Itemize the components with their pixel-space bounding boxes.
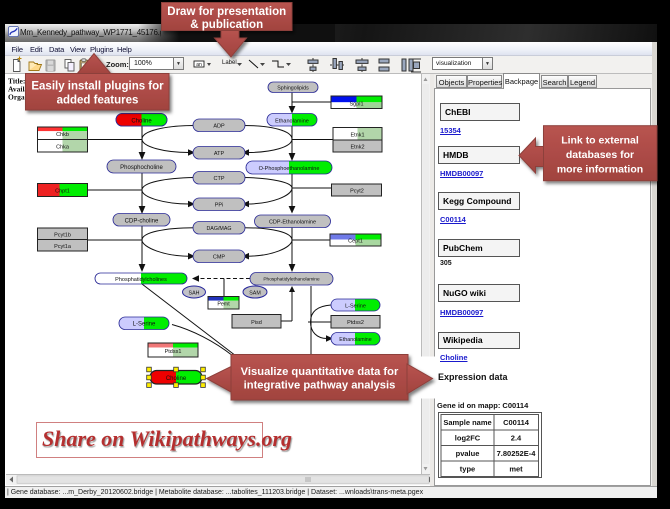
svg-text:Phosphocholine: Phosphocholine <box>120 165 163 171</box>
svg-text:Draw for presentation: Draw for presentation <box>167 6 286 18</box>
svg-text:Ptdss2: Ptdss2 <box>347 320 364 326</box>
svg-text:CDP-Ethanolamine: CDP-Ethanolamine <box>269 220 316 226</box>
svg-text:type: type <box>460 464 475 473</box>
svg-text:integrative pathway analysis: integrative pathway analysis <box>244 380 396 392</box>
svg-text:Ethanolamine: Ethanolamine <box>275 119 309 125</box>
svg-text:Phosphatidylethanolamine: Phosphatidylethanolamine <box>263 277 320 283</box>
svg-text:SAH: SAH <box>189 291 200 297</box>
svg-text:Chpt1: Chpt1 <box>55 189 70 195</box>
svg-text:ADP: ADP <box>213 124 225 130</box>
svg-text:pvalue: pvalue <box>456 449 480 458</box>
svg-text:log2FC: log2FC <box>455 433 481 442</box>
svg-text:PPi: PPi <box>215 203 224 209</box>
svg-text:more information: more information <box>557 164 643 176</box>
svg-text:met: met <box>509 464 523 473</box>
svg-text:Pcyt1b: Pcyt1b <box>54 233 71 239</box>
svg-text:L-Serine: L-Serine <box>345 304 366 310</box>
svg-text:Etnk1: Etnk1 <box>350 133 364 139</box>
svg-text:Ptdss1: Ptdss1 <box>165 349 182 355</box>
svg-text:ATP: ATP <box>214 151 225 157</box>
svg-text:Etnk2: Etnk2 <box>350 145 364 151</box>
svg-text:Chkb: Chkb <box>56 132 69 138</box>
svg-text:Organism: Organism <box>8 93 41 102</box>
svg-text:Cept1: Cept1 <box>348 239 363 245</box>
svg-text:an: an <box>196 62 202 68</box>
svg-text:Choline: Choline <box>166 376 187 382</box>
svg-text:DAG/MAG: DAG/MAG <box>206 226 231 232</box>
svg-text:added features: added features <box>57 95 139 107</box>
svg-text:Sample name: Sample name <box>443 418 491 427</box>
svg-text:Sgpl1: Sgpl1 <box>349 102 363 108</box>
svg-text:Ethanolamine: Ethanolamine <box>339 337 371 343</box>
svg-text:Pisd: Pisd <box>251 320 262 326</box>
svg-text:7.80252E-4: 7.80252E-4 <box>497 449 537 458</box>
svg-text:Chka: Chka <box>56 145 70 151</box>
svg-text:SAM: SAM <box>249 291 260 297</box>
svg-text:& publication: & publication <box>190 19 263 31</box>
svg-text:CTP: CTP <box>214 176 225 182</box>
svg-text:Availabilit: Availabilit <box>8 85 42 94</box>
svg-text:Title:: Title: <box>8 77 25 86</box>
svg-text:Pemt: Pemt <box>217 302 230 308</box>
svg-text:L-Serine: L-Serine <box>133 322 156 328</box>
svg-text:Easily install plugins for: Easily install plugins for <box>31 81 164 93</box>
svg-text:C00114: C00114 <box>503 418 530 427</box>
svg-text:databases for: databases for <box>566 149 634 161</box>
svg-text:Pcyt2: Pcyt2 <box>350 189 364 195</box>
svg-text:Visualize quantitative data f: Visualize quantitative data for <box>241 366 399 378</box>
svg-text:Choline: Choline <box>131 119 152 125</box>
svg-text:Sphingolipids: Sphingolipids <box>277 86 309 92</box>
svg-text:Pcyt1a: Pcyt1a <box>54 244 72 250</box>
svg-text:Phosphatidylcholines: Phosphatidylcholines <box>115 277 167 283</box>
svg-text:Link to external: Link to external <box>561 135 639 147</box>
svg-text:2.4: 2.4 <box>511 433 522 442</box>
svg-text:O-Phosphoethanolamine: O-Phosphoethanolamine <box>259 166 320 172</box>
svg-text:CDP-choline: CDP-choline <box>125 219 159 225</box>
svg-text:CMP: CMP <box>213 255 226 261</box>
